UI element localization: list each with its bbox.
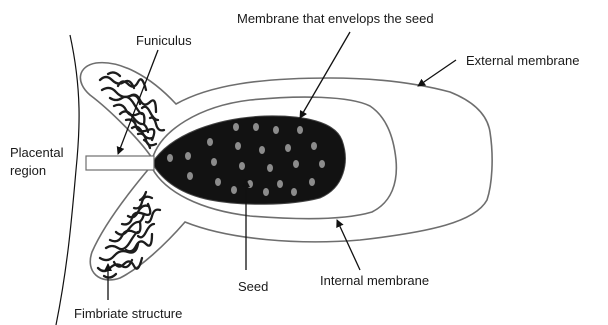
label-external-membrane: External membrane [466,53,579,69]
label-seed: Seed [238,279,268,295]
placental-region-marker [86,156,154,170]
label-placental-region-line2: region [10,163,46,179]
label-placental-region-line1: Placental [10,145,63,161]
label-membrane-envelops-seed: Membrane that envelops the seed [237,11,434,27]
placental-wall [56,35,79,325]
label-funiculus: Funiculus [136,33,192,49]
label-internal-membrane: Internal membrane [320,273,429,289]
label-fimbriate-structure: Fimbriate structure [74,306,182,322]
arrow-external-membrane [418,60,456,86]
